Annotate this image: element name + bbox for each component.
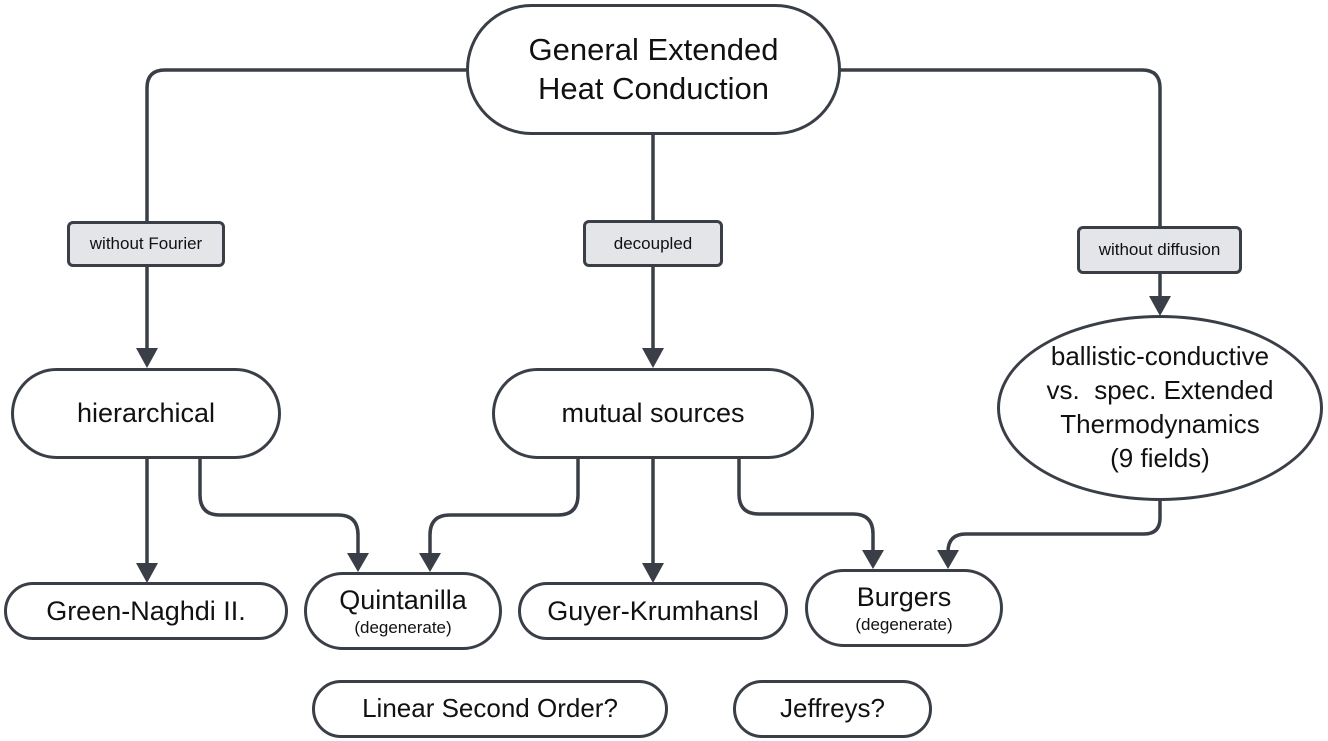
edge-label-text: decoupled — [613, 233, 693, 253]
node-mutual-sources[interactable]: mutual sources — [492, 368, 814, 459]
arrowhead-mutual-sources — [642, 348, 664, 368]
node-burgers[interactable]: Burgers (degenerate) — [805, 569, 1003, 647]
arrowhead-quintanilla-right — [419, 553, 441, 572]
edge-label-without-fourier: without Fourier — [67, 221, 225, 267]
node-ballistic-conductive[interactable]: ballistic-conductive vs. spec. Extended … — [997, 315, 1323, 501]
node-linear-second-order[interactable]: Linear Second Order? — [312, 680, 668, 738]
edge-mutual-sources-to-quintanilla — [428, 458, 580, 555]
node-line: General Extended — [528, 31, 779, 67]
node-line: Heat Conduction — [538, 70, 769, 106]
edge-hierarchical-to-quintanilla — [198, 458, 360, 555]
node-text: Guyer-Krumhansl — [547, 595, 759, 626]
node-line: ballistic-conductive — [1050, 341, 1270, 372]
edge-ballistic-to-burgers — [946, 500, 1162, 553]
node-text: Burgers — [856, 581, 952, 612]
node-subtext: (degenerate) — [354, 618, 452, 637]
edge-label-without-diffusion: without diffusion — [1077, 226, 1242, 274]
edge-label-decoupled: decoupled — [583, 220, 723, 267]
arrowhead-hierarchical — [136, 348, 158, 368]
arrowhead-green-naghdi — [136, 563, 158, 583]
node-jeffreys[interactable]: Jeffreys? — [733, 680, 932, 738]
node-subtext: (degenerate) — [855, 615, 953, 634]
node-line: vs. spec. Extended — [1046, 375, 1274, 406]
node-line: (9 fields) — [1110, 442, 1210, 473]
arrowhead-burgers-right — [937, 550, 959, 569]
edge-root-to-ballistic — [840, 68, 1162, 298]
edge-label-text: without Fourier — [89, 234, 203, 253]
edge-mutual-sources-to-burgers — [737, 458, 875, 552]
node-text: Green-Naghdi II. — [46, 595, 246, 626]
node-line: Thermodynamics — [1060, 409, 1260, 439]
node-text: Quintanilla — [339, 584, 467, 615]
arrowhead-quintanilla-left — [347, 553, 369, 572]
arrowhead-ballistic — [1149, 296, 1171, 316]
node-text: Jeffreys? — [779, 693, 885, 724]
node-text: Linear Second Order? — [362, 693, 618, 724]
node-text: hierarchical — [76, 398, 216, 429]
node-general-extended-heat-conduction[interactable]: General Extended Heat Conduction — [466, 4, 841, 135]
edge-label-text: without diffusion — [1098, 240, 1221, 259]
arrowhead-burgers-left — [862, 550, 884, 569]
node-guyer-krumhansl[interactable]: Guyer-Krumhansl — [518, 582, 788, 640]
edge-root-to-hierarchical — [145, 68, 467, 350]
node-quintanilla[interactable]: Quintanilla (degenerate) — [304, 572, 502, 650]
arrowhead-guyer-krumhansl — [642, 563, 664, 583]
node-green-naghdi[interactable]: Green-Naghdi II. — [4, 582, 288, 640]
node-hierarchical[interactable]: hierarchical — [11, 368, 281, 459]
node-text: mutual sources — [561, 398, 745, 429]
